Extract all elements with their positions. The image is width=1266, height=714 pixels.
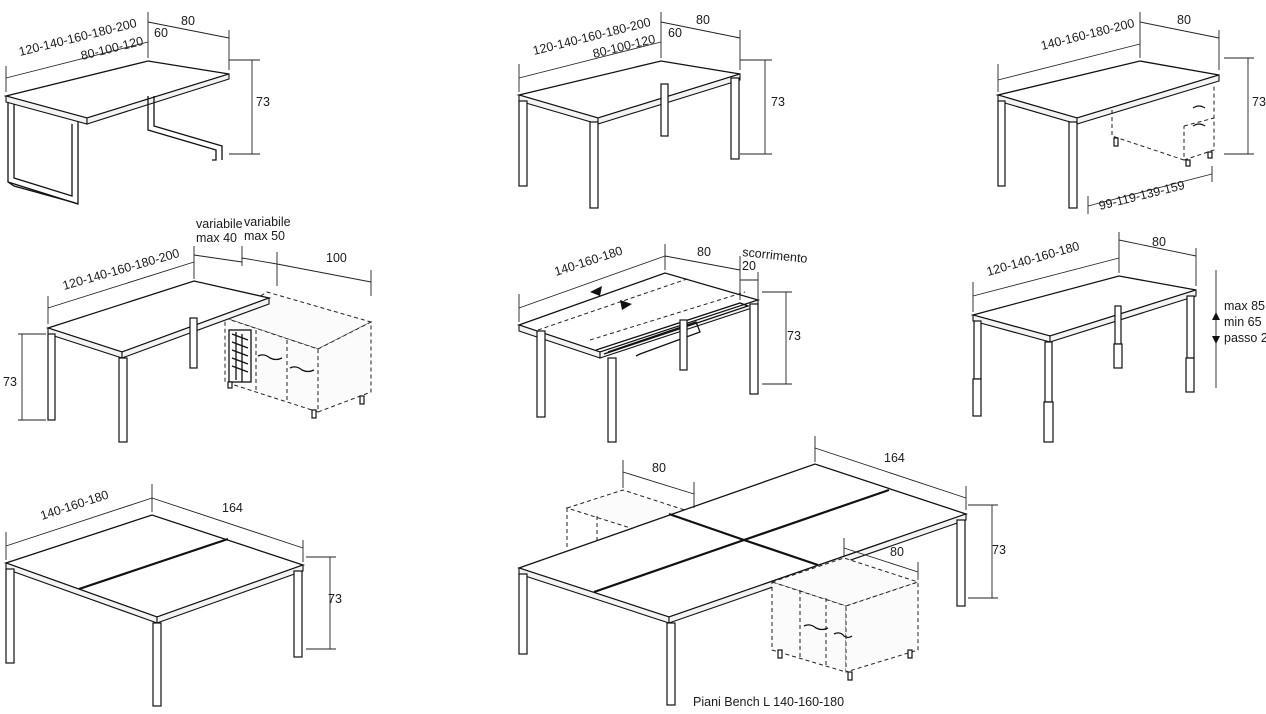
panel-loop-desk: 120-140-160-180-200 80 60 80-100-120 73	[3, 12, 270, 205]
return-depth-label: 100	[326, 251, 347, 265]
panel-sliding-top: 140-160-180 80 scorrimento 20 73	[517, 244, 808, 443]
slide-length-label: 140-160-180	[553, 244, 625, 279]
pedestal-depth-label: 80	[1177, 13, 1191, 27]
loop-depth-label: 80	[181, 14, 195, 28]
panel-desk-pedestal: 140-160-180-200 80 73 99-119-139-159	[995, 12, 1266, 214]
loop-height-label: 73	[256, 95, 270, 109]
bench-l-depth-label: 164	[884, 451, 905, 465]
pedestal-height-label: 73	[1252, 95, 1266, 109]
loop-depth-alt-label: 60	[154, 26, 168, 40]
slide-depth-label: 80	[697, 245, 711, 259]
frame-depth-alt-label: 60	[668, 26, 682, 40]
bench-l-return-depth-label: 80	[890, 545, 904, 559]
bench-length-label: 140-160-180	[39, 488, 111, 523]
frame-height-label: 73	[771, 95, 785, 109]
panel-frame-desk: 120-140-160-180-200 80 60 80-100-120 73	[516, 12, 785, 209]
bench-depth-label: 164	[222, 501, 243, 515]
bench-height-label: 73	[328, 592, 342, 606]
slide-label: scorrimento	[742, 245, 808, 266]
diagram-caption: Piani Bench L 140-160-180	[693, 695, 844, 709]
adjust-max-label: max 85	[1224, 299, 1265, 313]
panel-desk-return: 120-140-160-180-200 variabile max 40 var…	[3, 215, 373, 443]
return-var1-line2: max 40	[196, 231, 237, 245]
panel-height-adjust: 120-140-160-180 80 max 85 min 65 passo 2	[970, 232, 1266, 443]
slide-height-label: 73	[787, 329, 801, 343]
adjust-length-label: 120-140-160-180	[985, 239, 1081, 279]
frame-depth-label: 80	[696, 13, 710, 27]
bench-l-height-label: 73	[992, 543, 1006, 557]
return-var2-line2: max 50	[244, 229, 285, 243]
adjust-step-label: passo 2	[1224, 331, 1266, 345]
slide-value: 20	[742, 259, 756, 273]
bench-l-top-depth-label: 80	[652, 461, 666, 475]
return-length-label: 120-140-160-180-200	[61, 246, 181, 293]
pedestal-range-label: 99-119-139-159	[1097, 178, 1186, 213]
pedestal-length-label: 140-160-180-200	[1039, 16, 1135, 53]
return-var2-line1: variabile	[244, 215, 291, 229]
panel-bench: 140-160-180 164 73	[3, 484, 342, 707]
return-height-label: 73	[3, 375, 17, 389]
return-var1-line1: variabile	[196, 217, 243, 231]
adjust-depth-label: 80	[1152, 235, 1166, 249]
adjust-min-label: min 65	[1224, 315, 1262, 329]
panel-bench-l: 80 164 80 73	[516, 436, 1006, 706]
